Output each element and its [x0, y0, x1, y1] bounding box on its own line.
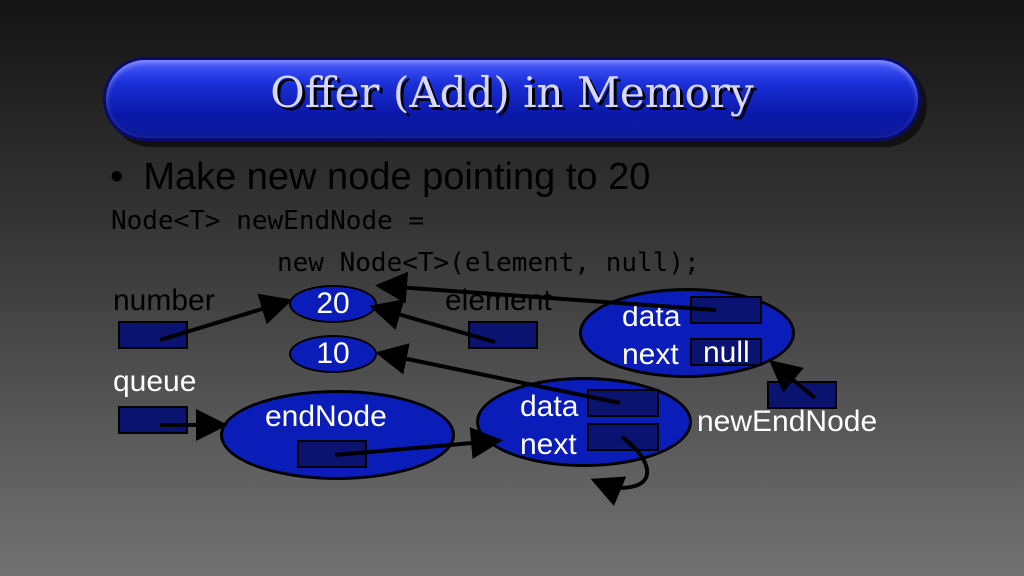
bullet-text: Make new node pointing to 20 [143, 156, 651, 198]
middle-data-label: data [520, 390, 579, 423]
value-20: 20 [316, 287, 350, 320]
middle-data-box [587, 389, 659, 417]
new-next-box [690, 338, 762, 366]
bullet-point: • Make new node pointing to 20 [110, 156, 650, 199]
title-bar [103, 57, 921, 141]
slide-title: Offer (Add) in Memory [270, 68, 754, 117]
arrow-middle-next-loop [590, 435, 650, 506]
arrow-number-to-20 [159, 293, 293, 342]
arrow-newendnode-to-new [768, 359, 817, 400]
queue-label: queue [113, 365, 197, 398]
code-line-1: Node<T> newEndNode = [111, 206, 425, 236]
arrow-middle-data-to-10 [375, 343, 621, 405]
arrow-endnode-to-middle [334, 427, 503, 460]
new-null-label: null [703, 336, 750, 369]
number-box [118, 321, 188, 349]
code-line-2: new Node<T>(element, null); [277, 248, 700, 278]
element-box [468, 321, 538, 349]
end-node-label: endNode [265, 400, 387, 433]
arrow-new-data-to-20 [375, 271, 717, 312]
new-next-label: next [622, 338, 679, 371]
new-end-node-label: newEndNode [697, 405, 878, 438]
bullet-marker: • [110, 156, 124, 198]
number-label: number [113, 284, 215, 317]
queue-box [118, 406, 188, 434]
middle-next-label: next [520, 428, 577, 461]
element-label: element [445, 284, 552, 317]
value-node-10: 10 [289, 335, 377, 373]
arrow-element-to-20 [369, 299, 496, 344]
value-10: 10 [316, 337, 350, 370]
